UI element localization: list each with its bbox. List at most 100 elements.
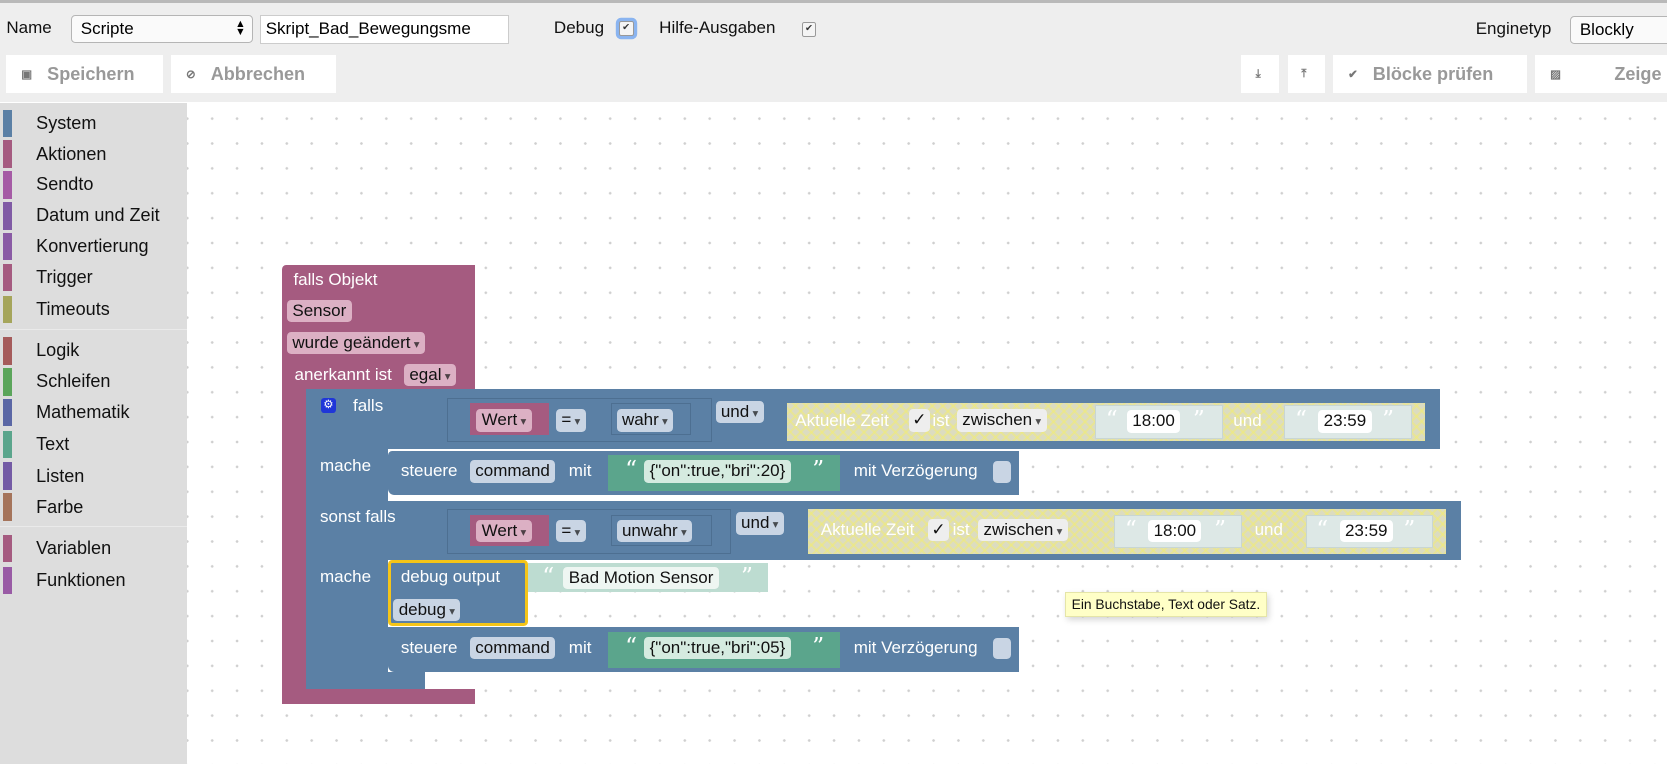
category-color-bar [3, 263, 12, 292]
category-label: Datum und Zeit [36, 205, 160, 226]
gear-icon[interactable]: ⚙ [321, 397, 336, 413]
control-label-2: steuere [400, 637, 458, 657]
debug-checkbox[interactable]: ✔ [618, 21, 634, 36]
category-aktionen[interactable]: Aktionen [0, 140, 187, 168]
category-text[interactable]: Text [0, 430, 187, 459]
delay-label: mit Verzögerung [853, 461, 978, 481]
save-button[interactable]: ▣Speichern [6, 55, 163, 94]
and-label-2: und [1254, 519, 1283, 539]
trigger-block-spine [281, 382, 307, 704]
time-checkbox[interactable]: ✓ [909, 409, 930, 432]
delay-checkbox[interactable] [993, 461, 1012, 483]
close-quote-icon: ” [812, 455, 825, 484]
category-listen[interactable]: Listen [0, 462, 187, 491]
import-button[interactable]: ⤒ [1287, 55, 1325, 94]
operator-dropdown[interactable]: = [556, 409, 586, 432]
close-quote-icon: ” [812, 631, 825, 660]
value-field-2[interactable]: {"on":true,"bri":05} [644, 636, 791, 660]
ack-dropdown[interactable]: egal [404, 363, 456, 386]
show-label: Zeige [1614, 63, 1662, 84]
category-system[interactable]: System [0, 109, 187, 138]
with-label: mit [568, 461, 592, 481]
object-field[interactable]: Sensor [287, 299, 352, 323]
save-label: Speichern [47, 63, 135, 84]
category-color-bar [3, 566, 12, 595]
from-time-field[interactable]: 18:00 [1126, 410, 1181, 433]
category-label: Aktionen [36, 143, 107, 164]
time-checkbox-2[interactable]: ✓ [928, 518, 949, 542]
category-schleifen[interactable]: Schleifen [0, 367, 187, 396]
ack-label: anerkannt ist [294, 364, 392, 384]
target-field[interactable]: command [469, 460, 556, 483]
delay-checkbox-2[interactable] [993, 637, 1012, 660]
show-button[interactable]: ▨Zeige [1535, 55, 1667, 94]
engine-type-select[interactable]: Blockly [1570, 15, 1667, 45]
category-label: Timeouts [36, 298, 110, 319]
debug-level-dropdown[interactable]: debug [393, 598, 461, 621]
mode-dropdown-2[interactable]: zwischen [978, 518, 1068, 542]
category-label: Variablen [36, 537, 112, 558]
and-dropdown[interactable]: und [715, 400, 764, 424]
boolean-dropdown-2[interactable]: unwahr [616, 519, 693, 543]
check-blocks-button[interactable]: ✔Blöcke prüfen [1333, 55, 1527, 94]
category-farbe[interactable]: Farbe [0, 493, 187, 521]
help-output-checkbox[interactable]: ✔ [801, 22, 817, 37]
category-datum-und-zeit[interactable]: Datum und Zeit [0, 202, 187, 230]
category-color-bar [3, 232, 12, 261]
debug-text-field[interactable]: Bad Motion Sensor [563, 566, 719, 589]
cancel-icon: ⊘ [186, 68, 196, 82]
boolean-block[interactable] [611, 402, 692, 435]
category-label: Trigger [36, 266, 93, 287]
and-dropdown-2[interactable]: und [735, 512, 784, 535]
category-color-bar [3, 295, 12, 324]
if-label: falls [352, 395, 384, 415]
cancel-button[interactable]: ⊘Abbrechen [171, 55, 336, 94]
category-konvertierung[interactable]: Konvertierung [0, 232, 187, 261]
category-logik[interactable]: Logik [0, 337, 187, 365]
category-variablen[interactable]: Variablen [0, 534, 187, 563]
category-separator [0, 526, 188, 528]
is-label-2: ist [952, 519, 970, 539]
category-label: Konvertierung [36, 236, 149, 257]
category-label: Listen [36, 465, 85, 486]
category-trigger[interactable]: Trigger [0, 263, 187, 292]
category-label: System [36, 112, 97, 133]
to-time-field[interactable]: 23:59 [1318, 410, 1372, 433]
to-time-field-2[interactable]: 23:59 [1339, 519, 1393, 543]
check-icon: ✔ [1348, 68, 1358, 82]
category-label: Funktionen [36, 569, 126, 590]
close-quote-icon: ” [1214, 514, 1227, 543]
category-label: Farbe [36, 496, 84, 517]
category-sendto[interactable]: Sendto [0, 171, 187, 199]
category-color-bar [3, 109, 12, 138]
else-if-label: sonst falls [320, 507, 396, 527]
boolean-dropdown[interactable]: wahr [616, 409, 674, 432]
target-field-2[interactable]: command [469, 636, 556, 660]
category-timeouts[interactable]: Timeouts [0, 295, 187, 324]
updown-icon: ▲▼ [235, 17, 246, 39]
script-name-input[interactable]: Skript_Bad_Bewegungsme [260, 14, 510, 45]
category-mathematik[interactable]: Mathematik [0, 398, 187, 427]
category-label: Sendto [36, 174, 94, 195]
category-color-bar [3, 534, 12, 563]
mode-dropdown[interactable]: zwischen [956, 409, 1047, 432]
boolean-block-2[interactable] [611, 514, 713, 547]
delay-label-2: mit Verzögerung [853, 637, 978, 657]
value-field[interactable]: {"on":true,"bri":20} [644, 460, 791, 483]
operator-dropdown-2[interactable]: = [556, 519, 586, 543]
category-funktionen[interactable]: Funktionen [0, 566, 187, 595]
category-color-bar [3, 398, 12, 427]
category-color-bar [3, 430, 12, 459]
download-icon: ⤓ [1255, 67, 1261, 81]
if-block-bottom [306, 671, 426, 689]
export-button[interactable]: ⤓ [1240, 55, 1280, 94]
folder-select[interactable]: Scripte ▲▼ [71, 14, 254, 44]
variable-dropdown-2[interactable]: Wert [476, 519, 532, 543]
variable-dropdown[interactable]: Wert [476, 409, 532, 432]
close-quote-icon: ” [1382, 405, 1395, 434]
current-time-label: Aktuelle Zeit [795, 411, 889, 431]
from-time-field-2[interactable]: 18:00 [1148, 519, 1202, 543]
debug-label: Debug [553, 17, 605, 37]
folder-select-value: Scripte [80, 18, 134, 38]
event-dropdown[interactable]: wurde geändert [287, 331, 425, 355]
